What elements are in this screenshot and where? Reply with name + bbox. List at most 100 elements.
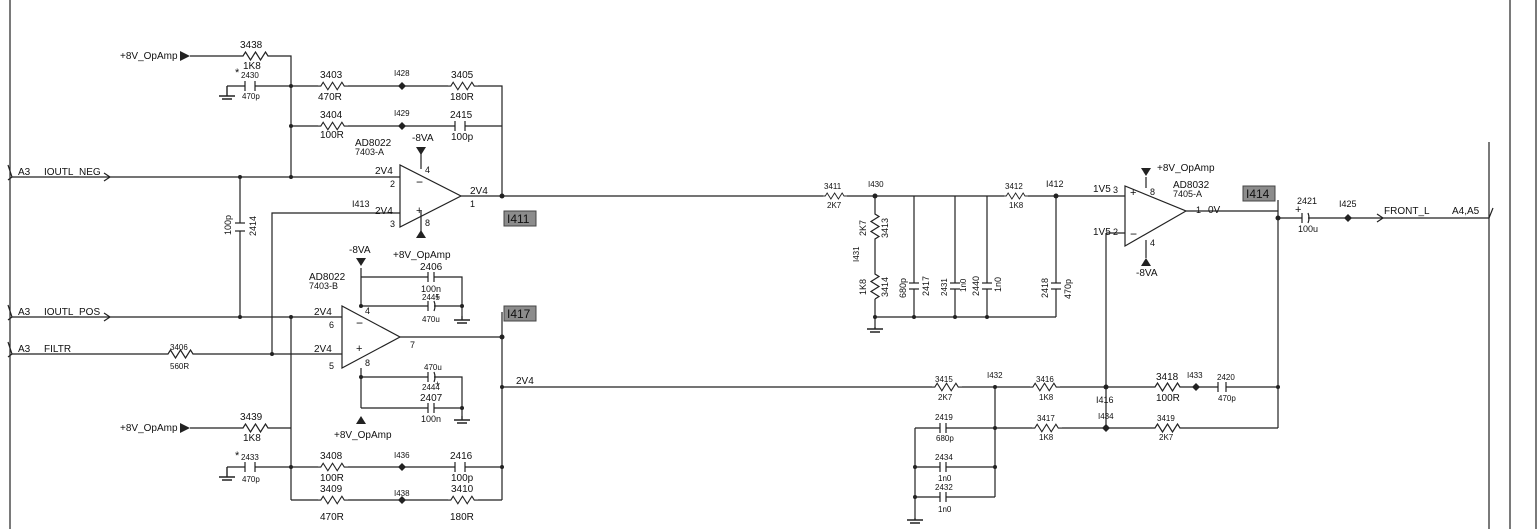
svg-text:2V4: 2V4 [375, 166, 393, 177]
svg-text:I412: I412 [1046, 179, 1064, 189]
svg-text:1n0: 1n0 [959, 278, 968, 292]
svg-text:3409: 3409 [320, 484, 343, 495]
resistor-3408 [317, 462, 349, 472]
svg-text:2432: 2432 [935, 483, 953, 492]
svg-text:100u: 100u [1298, 224, 1318, 234]
sheet-border [9, 0, 1537, 529]
svg-text:2445: 2445 [422, 293, 440, 302]
svg-text:2417: 2417 [921, 276, 931, 296]
capacitor-2433 [244, 462, 256, 472]
svg-text:680p: 680p [936, 434, 954, 443]
arrow-up-icon [356, 416, 366, 424]
svg-text:1n0: 1n0 [993, 277, 1003, 292]
svg-text:7403-B: 7403-B [309, 281, 338, 291]
svg-text:1K8: 1K8 [1039, 393, 1054, 402]
svg-text:470R: 470R [318, 92, 342, 103]
svg-text:4: 4 [365, 306, 370, 316]
svg-text:I432: I432 [987, 371, 1003, 380]
svg-text:I425: I425 [1339, 199, 1357, 209]
svg-text:100p: 100p [223, 215, 233, 235]
svg-text:100p: 100p [451, 132, 474, 143]
svg-text:2: 2 [1113, 227, 1118, 237]
arrow-right-icon [180, 423, 190, 433]
svg-text:470p: 470p [1218, 394, 1236, 403]
resistor-3416 [1029, 382, 1061, 392]
sheet-ref-a3: A3 [18, 344, 31, 355]
resistors [164, 51, 1185, 505]
svg-text:1K8: 1K8 [243, 433, 261, 444]
net-label-8v-bottom: +8V_OpAmp [120, 423, 178, 434]
opamps [341, 164, 1188, 370]
svg-text:1: 1 [1196, 205, 1201, 215]
svg-text:6: 6 [329, 320, 334, 330]
arrow-down-icon [416, 147, 426, 155]
ground-icon [867, 327, 883, 333]
svg-text:100p: 100p [451, 473, 474, 484]
svg-text:I414: I414 [1246, 187, 1270, 201]
svg-text:3418: 3418 [1156, 372, 1179, 383]
arrow-down-icon [1141, 168, 1151, 176]
ground-icon [219, 86, 235, 100]
resistor-3405 [447, 81, 479, 91]
svg-text:3410: 3410 [451, 484, 474, 495]
net-tag-i414: I414 [1242, 185, 1276, 202]
resistor-3403 [317, 81, 349, 91]
resistor-3411 [822, 192, 848, 200]
ground-icon [219, 467, 235, 481]
svg-text:2415: 2415 [450, 110, 473, 121]
net-label-8v-u2: +8V_OpAmp [334, 430, 392, 441]
svg-text:+: + [1295, 204, 1301, 216]
resistor-3412 [1003, 192, 1029, 200]
svg-text:−: − [1130, 227, 1137, 241]
svg-text:I431: I431 [852, 246, 861, 262]
svg-text:100R: 100R [320, 130, 344, 141]
resistor-3414 [869, 271, 881, 300]
svg-text:*: * [235, 450, 240, 462]
capacitor-2420 [1217, 382, 1227, 392]
svg-text:+: + [416, 205, 422, 217]
net-tag-i411: I411 [503, 210, 537, 227]
svg-text:7403-A: 7403-A [355, 147, 384, 157]
resistor-3419 [1151, 423, 1185, 433]
svg-text:2V4: 2V4 [470, 186, 488, 197]
svg-text:2431: 2431 [940, 278, 949, 296]
svg-text:+: + [435, 292, 440, 302]
svg-text:3: 3 [390, 219, 395, 229]
svg-text:3438: 3438 [240, 40, 263, 51]
svg-text:2K7: 2K7 [938, 393, 953, 402]
resistor-3418 [1151, 382, 1185, 392]
svg-text:470p: 470p [1063, 279, 1073, 299]
svg-text:−: − [416, 175, 423, 189]
arrow-right-icon [180, 51, 190, 61]
svg-text:1V5: 1V5 [1093, 184, 1111, 195]
svg-text:3406: 3406 [170, 343, 188, 352]
svg-text:+: + [356, 343, 362, 355]
labels: +8V_OpAmp +8V_OpAmp -8VA +8V_OpAmp -8VA … [18, 40, 1480, 523]
opamp-u1 [399, 164, 463, 228]
svg-text:2418: 2418 [1040, 278, 1050, 298]
svg-text:1K8: 1K8 [243, 61, 261, 72]
capacitor-2416 [454, 462, 466, 472]
resistor-3438 [239, 51, 273, 61]
svg-text:2V4: 2V4 [314, 307, 332, 318]
svg-text:8: 8 [425, 218, 430, 228]
opamp-u2 [341, 304, 402, 370]
svg-text:I416: I416 [1096, 395, 1114, 405]
svg-text:AD8022: AD8022 [309, 272, 346, 283]
svg-text:3416: 3416 [1036, 375, 1054, 384]
resistor-3413 [869, 211, 881, 241]
svg-text:8: 8 [365, 358, 370, 368]
svg-text:2K7: 2K7 [827, 201, 842, 210]
capacitors [235, 81, 1310, 502]
resistor-3409 [317, 495, 349, 505]
svg-text:1K8: 1K8 [858, 279, 868, 295]
resistor-3417 [1031, 423, 1063, 433]
capacitor-2407 [427, 403, 435, 413]
svg-text:1: 1 [470, 199, 475, 209]
svg-text:2440: 2440 [971, 276, 981, 296]
svg-text:2419: 2419 [935, 413, 953, 422]
svg-text:2414: 2414 [248, 216, 258, 236]
capacitor-2432 [939, 492, 947, 502]
svg-text:5: 5 [329, 361, 334, 371]
svg-text:3414: 3414 [880, 277, 890, 297]
